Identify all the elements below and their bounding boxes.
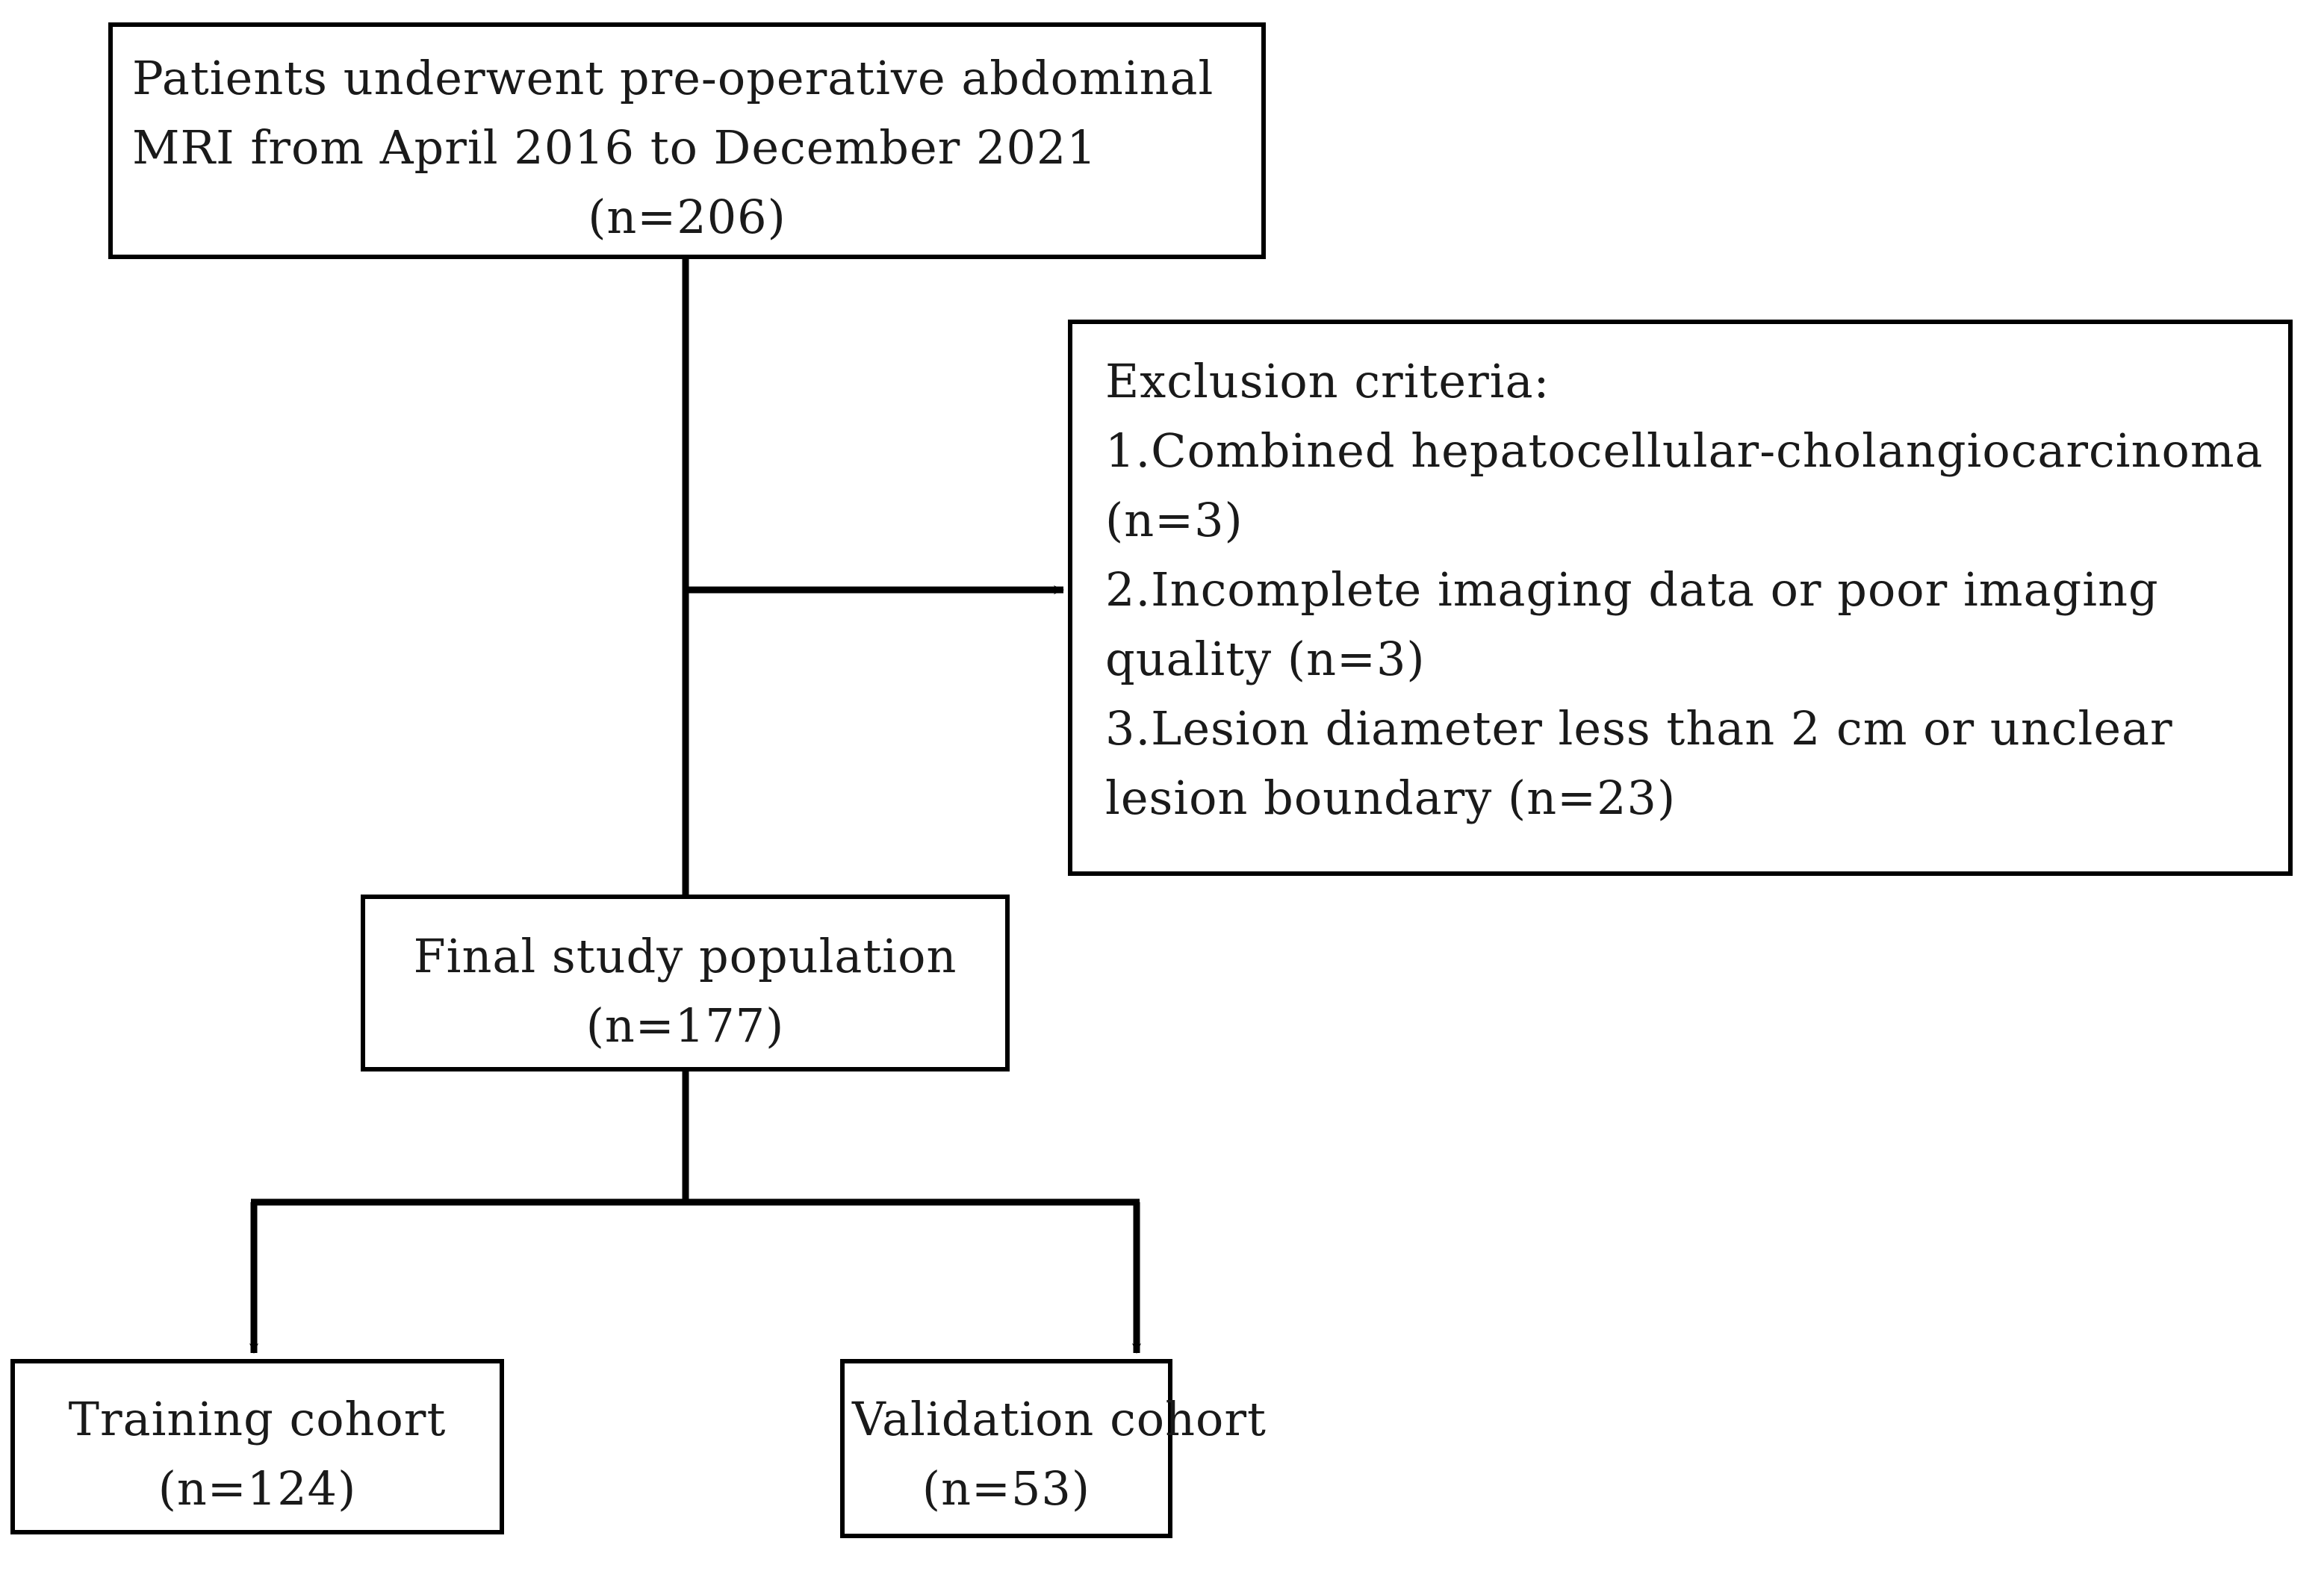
node-exclusion-criteria-box: Exclusion criteria: 1.Combined hepatocel…	[1068, 320, 2293, 876]
exclusion-item-3-line-2: lesion boundary (n=23)	[1105, 771, 1677, 825]
node-final-study-population-box: Final study population (n=177)	[361, 895, 1010, 1071]
training-count: (n=124)	[158, 1461, 357, 1516]
node-enrollment-box: Patients underwent pre-operative abdomin…	[108, 22, 1266, 259]
final-label: Final study population	[413, 929, 957, 983]
exclusion-item-3-line-1: 3.Lesion diameter less than 2 cm or uncl…	[1105, 701, 2173, 756]
node-validation-cohort-box: Validation cohort (n=53)	[840, 1359, 1267, 1538]
validation-label: Validation cohort	[852, 1392, 1267, 1446]
exclusion-item-2-line-1: 2.Incomplete imaging data or poor imagin…	[1105, 562, 2159, 617]
enrollment-line-2: MRI from April 2016 to December 2021	[132, 120, 1097, 175]
enrollment-count: (n=206)	[588, 190, 786, 244]
exclusion-item-1-line-1: 1.Combined hepatocellular-cholangiocarci…	[1105, 423, 2264, 478]
exclusion-heading: Exclusion criteria:	[1105, 354, 1550, 408]
exclusion-item-1-line-2: (n=3)	[1105, 493, 1243, 547]
final-count: (n=177)	[585, 998, 785, 1053]
enrollment-line-1: Patients underwent pre-operative abdomin…	[132, 51, 1214, 105]
exclusion-item-2-line-2: quality (n=3)	[1105, 632, 1426, 686]
node-training-cohort-box: Training cohort (n=124)	[10, 1359, 504, 1534]
validation-count: (n=53)	[922, 1461, 1091, 1516]
training-label: Training cohort	[68, 1392, 447, 1446]
